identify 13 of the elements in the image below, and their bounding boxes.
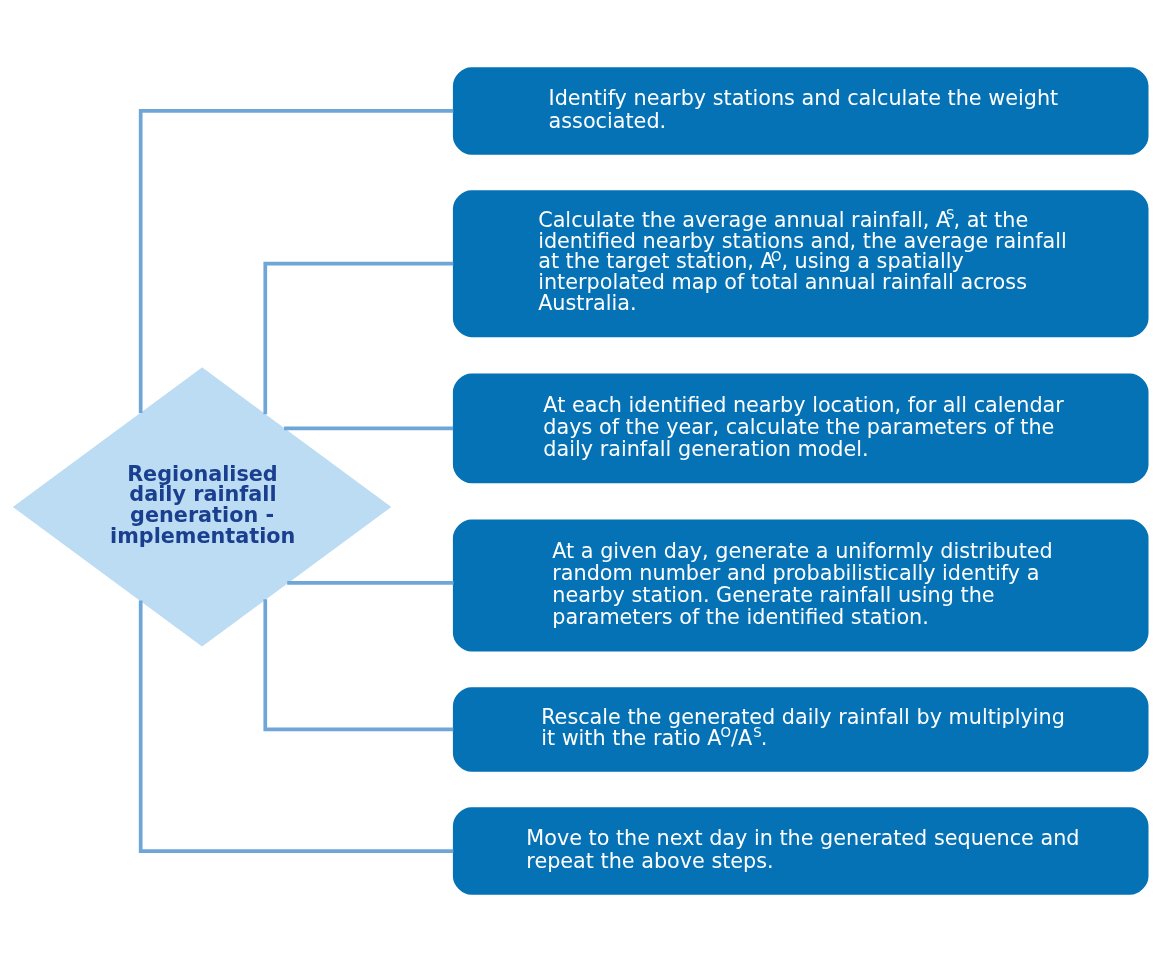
connector	[263, 261, 454, 414]
node-box: Calculate the average annual rainfall, A$^{S}$, at the identified nearby stations and, the average rainfall at the target station, A$^{O}$, using a spatially interpolated map of total annual rainfall across Australia.	[452, 189, 1149, 337]
connector	[284, 426, 454, 430]
node-box: At a given day, generate a uniformly distributed random number and probabilistically identify a nearby station. Generate rainfall using the parameters of the identified station.	[452, 519, 1149, 652]
connector	[287, 580, 454, 585]
connector	[138, 108, 454, 413]
connector	[263, 598, 454, 731]
node-box: Rescale the generated daily rainfall by multiplying it with the ratio A$^{O}$/A$^{S}$.	[452, 686, 1149, 772]
connector	[138, 600, 454, 853]
node-box: Move to the next day in the generated sequence and repeat the above steps.	[452, 806, 1149, 895]
node-box: Identify nearby stations and calculate the weight associated.	[452, 66, 1149, 155]
node-diamond: Regionalised daily rainfall generation - implementation	[12, 366, 392, 647]
node-box: At each identified nearby location, for all calendar days of the year, calculate the parameters of the daily rainfall generation model.	[452, 372, 1149, 483]
